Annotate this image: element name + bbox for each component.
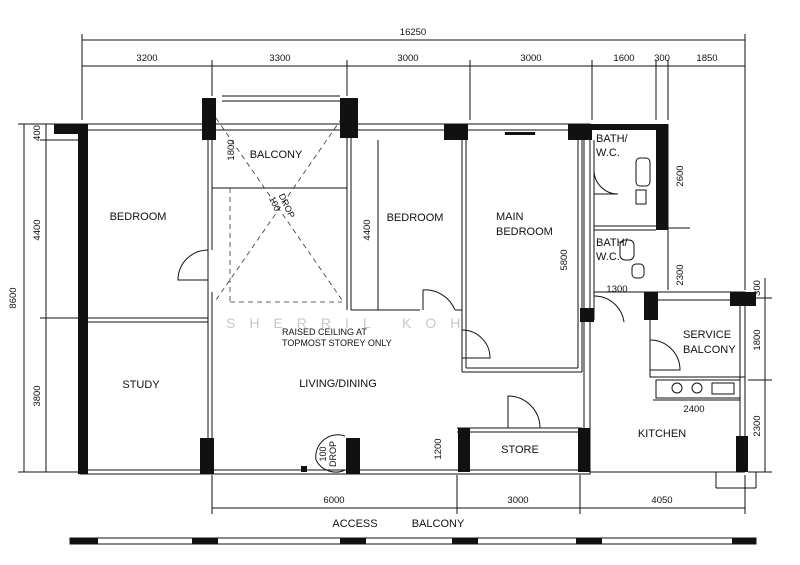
doors <box>177 169 681 473</box>
note-ceiling-2: TOPMOST STOREY ONLY <box>282 338 392 348</box>
dim-top-1: 3200 <box>136 53 157 64</box>
dimension-lines: 16250 3200 3300 3000 3000 1600 300 1850 … <box>8 27 772 514</box>
toilet-1-tank-icon <box>635 189 647 205</box>
door-service <box>649 339 681 371</box>
access-label-2: BALCONY <box>412 518 465 530</box>
dashed-ceiling-lines <box>215 117 343 303</box>
label-bath2-2: W.C. <box>596 251 620 263</box>
fixtures <box>505 132 735 395</box>
dim-bottom-1: 6000 <box>323 495 344 506</box>
dim-right-2: 2300 <box>675 264 686 285</box>
door-main-right <box>315 459 346 473</box>
door-bedroom-left <box>177 249 209 281</box>
door-bedroom-mid <box>422 289 456 311</box>
dim-master-depth: 5800 <box>559 249 570 270</box>
dim-balcony-depth: 1800 <box>226 139 237 160</box>
dim-right-4: 1800 <box>752 329 763 350</box>
dim-top-2: 3300 <box>269 53 290 64</box>
label-kitchen: KITCHEN <box>638 428 686 440</box>
dim-kitchen-counter: 2400 <box>683 404 704 415</box>
structural-walls <box>54 98 756 474</box>
room-labels: BEDROOM BALCONY BEDROOM MAIN BEDROOM BAT… <box>110 133 737 456</box>
label-bath1-1: BATH/ <box>596 133 629 145</box>
sink-1-icon <box>671 382 683 394</box>
window-marks <box>505 132 535 135</box>
label-service-1: SERVICE <box>683 329 731 341</box>
label-living: LIVING/DINING <box>299 378 377 390</box>
dim-right-5: 2300 <box>752 415 763 436</box>
dim-right-3: 300 <box>752 280 763 296</box>
door-bath-2 <box>593 295 625 323</box>
dim-bedroom2-depth: 4400 <box>362 219 373 240</box>
toilet-2-icon <box>619 239 635 261</box>
door-bath-1 <box>593 169 619 195</box>
dim-bath-door: 1300 <box>606 284 627 295</box>
watermark: SHERRIL KOH <box>226 315 474 331</box>
toilet-1-icon <box>635 157 651 187</box>
dim-overall-top: 16250 <box>400 27 426 38</box>
wall-outlines <box>79 95 757 489</box>
dim-left-1: 400 <box>32 125 43 141</box>
dim-top-3: 3000 <box>397 53 418 64</box>
label-bath2-1: BATH/ <box>596 237 629 249</box>
access-label-1: ACCESS <box>332 518 377 530</box>
dim-left-2: 4400 <box>32 219 43 240</box>
dim-right-1: 2600 <box>675 165 686 186</box>
door-main-left <box>315 434 346 461</box>
label-bedroom-mid: BEDROOM <box>387 212 444 224</box>
access-balcony: ACCESS BALCONY <box>69 518 757 545</box>
dim-left-overall: 8600 <box>8 287 19 308</box>
note-ceiling-1: RAISED CEILING AT <box>282 327 367 337</box>
dim-top-6: 300 <box>654 53 670 64</box>
label-main-bedroom-2: BEDROOM <box>496 226 553 238</box>
note-drop-2a: 100 <box>318 446 328 461</box>
label-service-2: BALCONY <box>683 344 736 356</box>
dim-store-depth: 1200 <box>433 438 444 459</box>
label-balcony: BALCONY <box>250 149 303 161</box>
door-store <box>507 395 541 429</box>
drainboard-icon <box>711 382 735 395</box>
label-main-bedroom-1: MAIN <box>496 211 524 223</box>
label-store: STORE <box>501 444 539 456</box>
dim-top-5: 1600 <box>613 53 634 64</box>
label-bedroom-left: BEDROOM <box>110 211 167 223</box>
dim-top-4: 3000 <box>520 53 541 64</box>
note-drop-2b: DROP <box>328 441 338 467</box>
dim-left-3: 3800 <box>32 385 43 406</box>
dim-bottom-2: 3000 <box>507 495 528 506</box>
door-master <box>461 329 491 359</box>
dim-top-7: 1850 <box>696 53 717 64</box>
basin-2-icon <box>631 263 645 279</box>
sink-2-icon <box>691 382 703 394</box>
label-bath1-2: W.C. <box>596 147 620 159</box>
dim-bottom-3: 4050 <box>651 495 672 506</box>
label-study: STUDY <box>122 379 160 391</box>
